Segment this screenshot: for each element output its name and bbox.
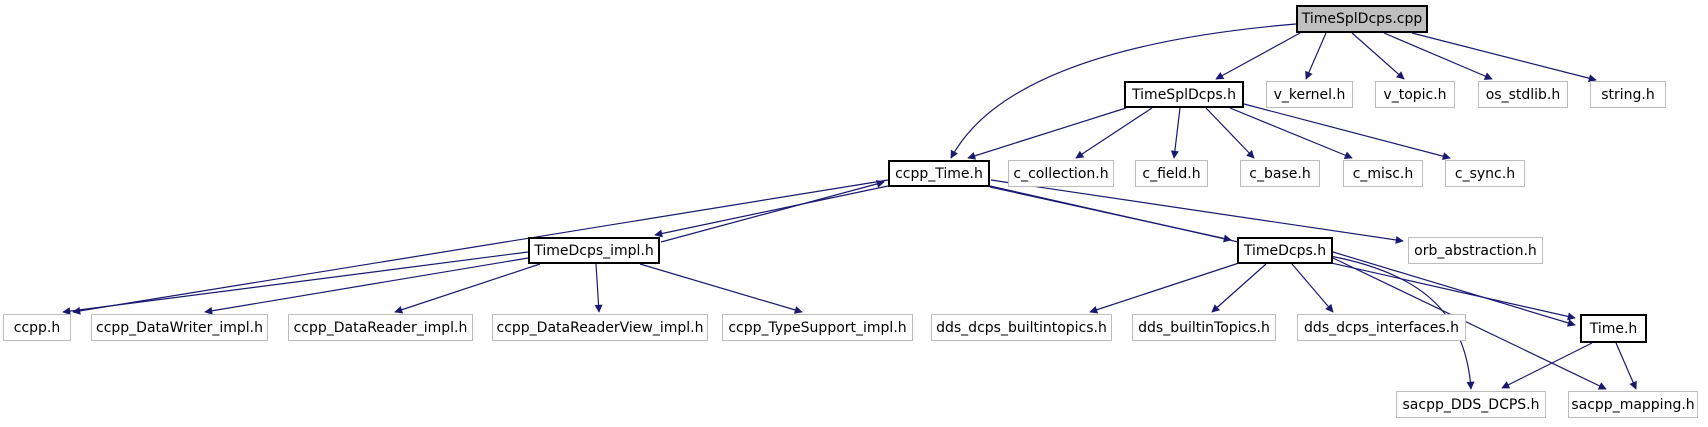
graph-node-os_stdlib_h[interactable]: os_stdlib.h — [1478, 81, 1568, 108]
graph-node-dds_dcps_interfaces_h[interactable]: dds_dcps_interfaces.h — [1297, 314, 1466, 341]
graph-node-c_sync_h[interactable]: c_sync.h — [1445, 160, 1525, 187]
graph-node-label: ccpp_DataReaderView_impl.h — [496, 319, 704, 336]
edge-TimeSplDcps_h-to-c_collection_h — [1075, 107, 1153, 159]
edge-TimeSplDcps_cpp-to-v_topic_h — [1351, 32, 1405, 80]
graph-node-label: Time.h — [1589, 320, 1638, 337]
graph-node-label: string.h — [1601, 86, 1655, 103]
graph-node-ccpp_TypeSupport_impl_h[interactable]: ccpp_TypeSupport_impl.h — [722, 314, 913, 341]
edge-Time_h-to-sacpp_DDS_DCPS_h — [1501, 342, 1593, 389]
graph-node-c_field_h[interactable]: c_field.h — [1135, 160, 1208, 187]
graph-node-ccpp_Time_h[interactable]: ccpp_Time.h — [888, 160, 990, 187]
graph-node-sacpp_DDS_DCPS_h[interactable]: sacpp_DDS_DCPS.h — [1396, 391, 1546, 418]
graph-node-label: ccpp.h — [13, 319, 61, 336]
graph-node-label: c_field.h — [1142, 165, 1201, 182]
graph-node-label: ccpp_DataReader_impl.h — [293, 319, 468, 336]
graph-node-string_h[interactable]: string.h — [1590, 81, 1666, 108]
edge-TimeSplDcps_cpp-to-string_h — [1411, 32, 1597, 83]
graph-node-sacpp_mapping_h[interactable]: sacpp_mapping.h — [1568, 391, 1698, 418]
edge-TimeSplDcps_h-to-c_field_h — [1170, 107, 1181, 159]
edge-TimeDcps_h-to-dds_builtinTopics_h — [1211, 263, 1267, 313]
graph-node-label: v_topic.h — [1383, 86, 1447, 103]
edge-TimeDcps_h-to-sacpp_mapping_h — [1332, 257, 1607, 390]
graph-node-c_collection_h[interactable]: c_collection.h — [1008, 160, 1114, 187]
graph-node-label: c_misc.h — [1352, 165, 1414, 182]
edge-TimeSplDcps_cpp-to-os_stdlib_h — [1383, 32, 1493, 80]
graph-node-TimeDcps_h[interactable]: TimeDcps.h — [1237, 237, 1333, 264]
edge-ccpp_Time_h-to-TimeDcps_impl_h — [654, 185, 889, 238]
graph-node-TimeSplDcps_cpp: TimeSplDcps.cpp — [1296, 5, 1428, 33]
graph-node-Time_h[interactable]: Time.h — [1580, 314, 1647, 343]
graph-node-dds_builtinTopics_h[interactable]: dds_builtinTopics.h — [1132, 314, 1276, 341]
graph-node-v_kernel_h[interactable]: v_kernel.h — [1266, 81, 1353, 108]
edge-TimeDcps_h-to-sacpp_DDS_DCPS_h — [1329, 255, 1475, 390]
graph-node-label: sacpp_DDS_DCPS.h — [1402, 396, 1540, 413]
edge-TimeDcps_impl_h-to-ccpp_DataReaderView_impl_h — [594, 263, 603, 313]
edge-TimeSplDcps_cpp-to-v_kernel_h — [1305, 32, 1327, 80]
edge-TimeDcps_h-to-dds_dcps_interfaces_h — [1291, 263, 1334, 313]
graph-node-label: dds_dcps_builtintopics.h — [936, 319, 1107, 336]
graph-node-label: v_kernel.h — [1273, 86, 1346, 103]
edge-TimeSplDcps_h-to-c_base_h — [1205, 107, 1255, 159]
graph-node-label: TimeDcps.h — [1243, 242, 1327, 259]
graph-node-label: os_stdlib.h — [1485, 86, 1561, 103]
edge-TimeSplDcps_h-to-c_misc_h — [1229, 107, 1353, 159]
graph-node-label: ccpp_DataWriter_impl.h — [96, 319, 263, 336]
graph-node-label: dds_builtinTopics.h — [1138, 319, 1270, 336]
graph-node-ccpp_h[interactable]: ccpp.h — [3, 314, 71, 341]
edge-TimeSplDcps_h-to-c_sync_h — [1243, 103, 1451, 161]
edge-TimeSplDcps_cpp-to-TimeSplDcps_h — [1215, 32, 1301, 80]
edge-TimeDcps_h-to-dds_dcps_builtintopics_h — [1089, 261, 1243, 314]
edge-TimeDcps_h-to-Time_h — [1332, 251, 1576, 327]
graph-node-label: c_sync.h — [1454, 165, 1516, 182]
edge-TimeDcps_impl_h-to-ccpp_DataWriter_impl_h — [204, 257, 529, 315]
graph-node-TimeDcps_impl_h[interactable]: TimeDcps_impl.h — [528, 237, 660, 264]
graph-node-label: TimeSplDcps.h — [1132, 86, 1236, 103]
edge-TimeSplDcps_h-to-ccpp_Time_h — [967, 107, 1127, 160]
graph-node-dds_dcps_builtintopics_h[interactable]: dds_dcps_builtintopics.h — [931, 314, 1112, 341]
graph-node-label: orb_abstraction.h — [1414, 242, 1537, 259]
graph-node-orb_abstraction_h[interactable]: orb_abstraction.h — [1408, 237, 1543, 264]
edge-TimeDcps_impl_h-to-ccpp_DataReader_impl_h — [394, 263, 541, 314]
graph-node-label: TimeDcps_impl.h — [534, 242, 654, 259]
graph-node-c_base_h[interactable]: c_base.h — [1240, 160, 1320, 187]
graph-node-label: ccpp_TypeSupport_impl.h — [728, 319, 907, 336]
edge-TimeDcps_impl_h-to-ccpp_Time_h — [660, 180, 885, 243]
graph-node-label: c_base.h — [1249, 165, 1311, 182]
graph-node-TimeSplDcps_h[interactable]: TimeSplDcps.h — [1124, 81, 1244, 108]
edge-TimeSplDcps_cpp-to-ccpp_Time_h — [950, 23, 1297, 159]
graph-node-label: ccpp_Time.h — [895, 165, 983, 182]
edge-ccpp_Time_h-to-ccpp_h — [72, 179, 889, 315]
graph-node-label: TimeSplDcps.cpp — [1301, 11, 1423, 27]
graph-node-label: sacpp_mapping.h — [1571, 396, 1695, 413]
graph-node-ccpp_DataWriter_impl_h[interactable]: ccpp_DataWriter_impl.h — [91, 314, 268, 341]
graph-node-ccpp_DataReaderView_impl_h[interactable]: ccpp_DataReaderView_impl.h — [492, 314, 708, 341]
graph-node-ccpp_DataReader_impl_h[interactable]: ccpp_DataReader_impl.h — [288, 314, 473, 341]
edge-ccpp_Time_h-to-orb_abstraction_h — [990, 179, 1404, 244]
edge-TimeDcps_impl_h-to-ccpp_h — [62, 251, 529, 316]
graph-node-v_topic_h[interactable]: v_topic.h — [1375, 81, 1455, 108]
graph-node-label: c_collection.h — [1013, 165, 1109, 182]
edge-Time_h-to-sacpp_mapping_h — [1615, 342, 1637, 390]
graph-node-label: dds_dcps_interfaces.h — [1304, 319, 1459, 336]
edge-TimeDcps_impl_h-to-ccpp_TypeSupport_impl_h — [639, 263, 803, 314]
graph-node-c_misc_h[interactable]: c_misc.h — [1343, 160, 1423, 187]
